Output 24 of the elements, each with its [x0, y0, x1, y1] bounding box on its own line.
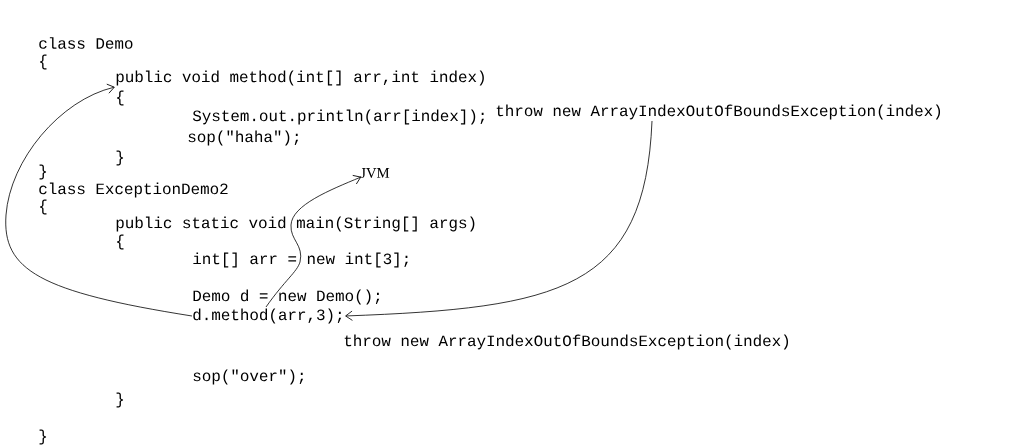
- code-line: sop("over");: [193, 369, 304, 385]
- brace: }: [39, 429, 47, 445]
- brace: {: [117, 234, 124, 250]
- code-line: throw new ArrayIndexOutOfBoundsException(index): [496, 104, 941, 120]
- brace: {: [40, 199, 47, 215]
- code-line: class ExceptionDemo2: [39, 182, 228, 198]
- code-line: public void method(int[] arr,int index): [116, 70, 484, 86]
- brace: }: [39, 164, 47, 180]
- code-line: Demo d = new Demo();: [193, 289, 380, 305]
- brace: {: [40, 54, 47, 70]
- code-line: JVM: [360, 168, 390, 178]
- code-line: int[] arr = new int[3];: [193, 252, 408, 268]
- code-line: class Demo: [39, 37, 133, 49]
- code-line: public static void main(String[] args): [116, 216, 475, 232]
- brace: }: [116, 392, 124, 408]
- arrow: [345, 120, 653, 321]
- code-line: sop("haha");: [188, 130, 299, 146]
- arrow: [5, 83, 193, 317]
- arrow: [265, 175, 362, 308]
- code-line: throw new ArrayIndexOutOfBoundsException(index): [344, 334, 789, 350]
- brace: }: [116, 150, 124, 166]
- brace: {: [117, 90, 124, 106]
- code-line: System.out.println(arr[index]);: [192, 109, 484, 125]
- code-line: d.method(arr,3);: [193, 308, 342, 324]
